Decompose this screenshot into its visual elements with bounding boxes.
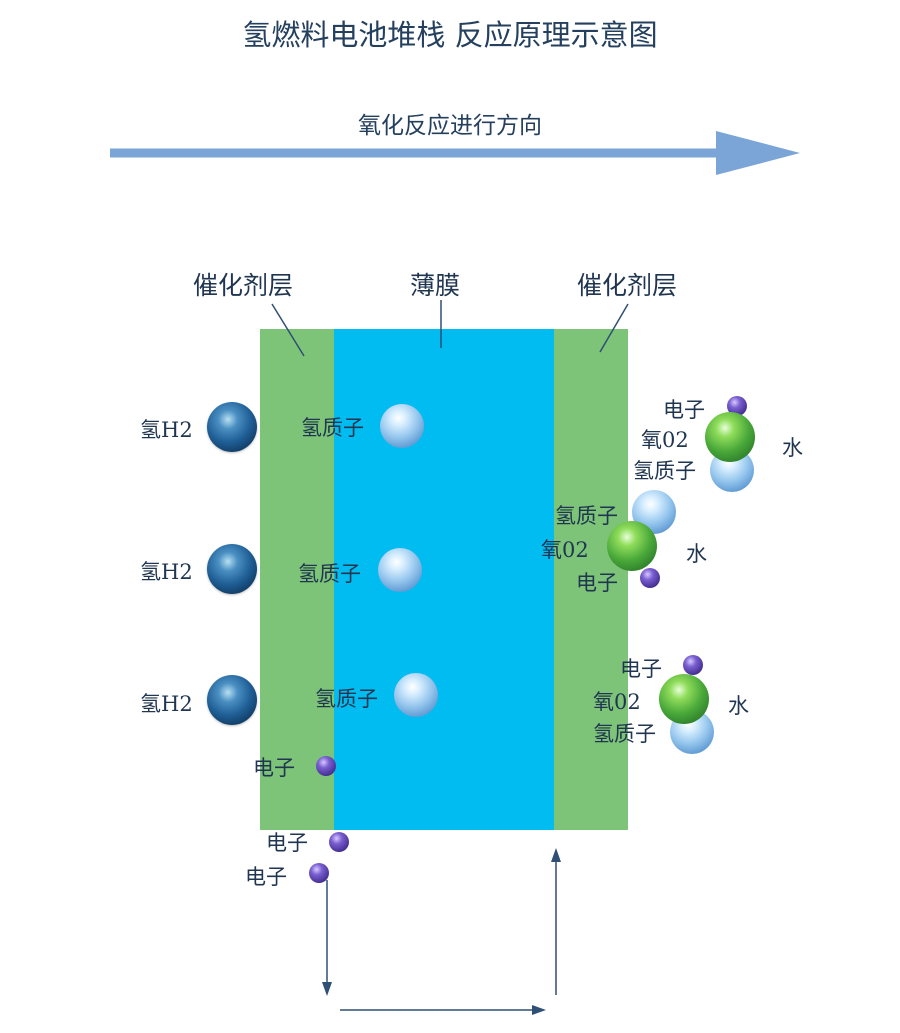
hydrogen-molecule — [207, 402, 257, 452]
proton-label: 氢质子 — [298, 562, 361, 586]
direction-arrow-head — [716, 131, 800, 175]
water-label: 水 — [686, 542, 707, 566]
circuit-arrow-right — [532, 1005, 546, 1015]
proton-label: 氢质子 — [555, 504, 618, 528]
proton-label: 氢质子 — [315, 687, 378, 711]
hydrogen-label: 氢H2 — [140, 418, 193, 442]
circuit-arrow-down — [322, 982, 332, 996]
oxygen-label: 氧02 — [593, 690, 641, 714]
right-catalyst-layer — [554, 329, 628, 830]
oxygen-label: 氧02 — [641, 428, 689, 452]
oxygen-label: 氧02 — [541, 538, 589, 562]
electron-label: 电子 — [576, 571, 618, 595]
left-catalyst-leader — [271, 303, 305, 357]
oxygen-molecule — [659, 674, 709, 724]
proton — [378, 548, 422, 592]
electron — [316, 756, 336, 776]
water-label: 水 — [728, 694, 749, 718]
membrane-label: 薄膜 — [410, 271, 461, 300]
proton-label: 氢质子 — [301, 416, 364, 440]
water-label: 水 — [782, 436, 803, 460]
right-catalyst-leader — [599, 303, 629, 353]
circuit-arrow-up — [551, 848, 561, 862]
oxygen-molecule — [705, 412, 755, 462]
proton — [394, 673, 438, 717]
electron-label: 电子 — [253, 756, 295, 780]
membrane-layer — [334, 329, 555, 830]
left-catalyst-layer — [260, 329, 336, 830]
diagram-title: 氢燃料电池堆栈 反应原理示意图 — [242, 18, 658, 52]
electron — [329, 832, 349, 852]
proton-label: 氢质子 — [593, 722, 656, 746]
proton-label: 氢质子 — [633, 459, 696, 483]
proton — [380, 404, 424, 448]
hydrogen-molecule — [207, 544, 257, 594]
left-catalyst-label: 催化剂层 — [193, 271, 294, 300]
electron — [309, 863, 329, 883]
oxygen-molecule — [607, 521, 657, 571]
electron-label: 电子 — [245, 865, 287, 889]
hydrogen-molecule — [207, 675, 257, 725]
electron-label: 电子 — [266, 831, 308, 855]
right-catalyst-label: 催化剂层 — [577, 271, 678, 300]
electron-label: 电子 — [620, 657, 662, 681]
electron — [727, 396, 747, 416]
hydrogen-label: 氢H2 — [140, 560, 193, 584]
direction-label: 氧化反应进行方向 — [358, 113, 542, 139]
hydrogen-label: 氢H2 — [140, 692, 193, 716]
electron-label: 电子 — [663, 398, 705, 422]
electron — [640, 568, 660, 588]
electron — [683, 655, 703, 675]
